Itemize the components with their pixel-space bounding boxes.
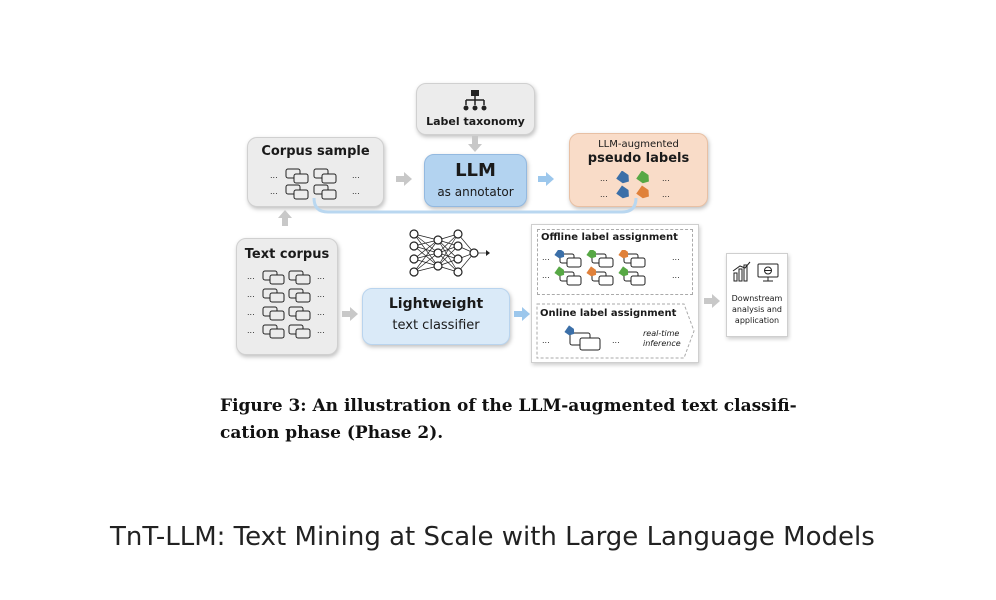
svg-text:...: ... xyxy=(662,174,670,183)
hierarchy-icon xyxy=(463,90,487,111)
svg-text:...: ... xyxy=(352,171,360,180)
llm-annotator-box: LLM as annotator xyxy=(424,154,527,207)
downstream-line-2: analysis and xyxy=(732,305,782,314)
page-title: TnT-LLM: Text Mining at Scale with Large… xyxy=(110,522,875,552)
neural-network-icon xyxy=(409,229,490,277)
realtime-line-1: real-time xyxy=(643,329,680,338)
svg-text:...: ... xyxy=(542,271,550,280)
feedback-bracket xyxy=(312,197,638,214)
text-corpus-box: Text corpus ...... ...... ...... ...... xyxy=(236,238,338,355)
label-assignment-panel: Offline label assignment ...... ...... xyxy=(531,224,699,363)
arrow-corpus-sample-to-llm xyxy=(396,172,412,186)
caption-line-1: Figure 3: An illustration of the LLM-aug… xyxy=(220,396,797,416)
svg-text:...: ... xyxy=(247,272,255,281)
pseudo-labels-box: LLM-augmented pseudo labels ... ... ... … xyxy=(569,133,708,207)
offline-label: Offline label assignment xyxy=(541,232,678,243)
caption-line-2: cation phase (Phase 2). xyxy=(220,423,444,443)
svg-text:...: ... xyxy=(542,336,550,345)
figure-caption: Figure 3: An illustration of the LLM-aug… xyxy=(220,393,800,447)
label-taxonomy-box: Label taxonomy xyxy=(416,83,535,135)
arrow-text-corpus-to-sample xyxy=(278,210,292,226)
svg-text:...: ... xyxy=(317,326,325,335)
arrow-text-corpus-to-classifier xyxy=(342,307,358,321)
arrow-taxonomy-to-llm xyxy=(468,136,482,152)
online-document-icon: ... ... xyxy=(542,325,620,351)
svg-text:...: ... xyxy=(672,253,680,262)
label-taxonomy-label: Label taxonomy xyxy=(426,115,525,128)
svg-text:...: ... xyxy=(247,308,255,317)
classifier-subtitle: text classifier xyxy=(392,318,480,333)
pseudo-labels-top: LLM-augmented xyxy=(598,139,679,150)
arrow-assignment-to-downstream xyxy=(704,294,720,308)
downstream-line-3: application xyxy=(734,316,780,325)
tagged-documents-icon: ...... ...... xyxy=(542,250,680,286)
analytics-icon xyxy=(732,261,779,282)
svg-text:...: ... xyxy=(270,187,278,196)
svg-text:...: ... xyxy=(662,190,670,199)
svg-text:...: ... xyxy=(247,326,255,335)
svg-text:...: ... xyxy=(247,290,255,299)
svg-text:...: ... xyxy=(352,187,360,196)
downstream-line-1: Downstream xyxy=(731,294,783,303)
pseudo-labels-bottom: pseudo labels xyxy=(587,151,690,166)
corpus-sample-label: Corpus sample xyxy=(261,144,370,159)
corpus-sample-box: Corpus sample ... ... ... ... xyxy=(247,137,384,207)
svg-text:...: ... xyxy=(317,290,325,299)
llm-title: LLM xyxy=(455,160,496,181)
svg-text:...: ... xyxy=(542,253,550,262)
online-label: Online label assignment xyxy=(540,308,677,319)
svg-text:...: ... xyxy=(600,174,608,183)
svg-text:...: ... xyxy=(612,336,620,345)
document-chat-icons: ...... ...... ...... ...... xyxy=(247,270,325,339)
offline-assignment-box: Offline label assignment ...... ...... xyxy=(537,229,693,295)
label-tags-icon: ... ... ... ... xyxy=(600,171,670,199)
classifier-box: Lightweight text classifier xyxy=(362,288,510,345)
chat-bubbles-icon: ... ... ... ... xyxy=(270,168,360,200)
svg-text:...: ... xyxy=(672,271,680,280)
classifier-title: Lightweight xyxy=(388,296,484,312)
downstream-box: Downstream analysis and application xyxy=(726,253,788,337)
svg-text:...: ... xyxy=(270,171,278,180)
text-corpus-label: Text corpus xyxy=(244,247,330,262)
realtime-line-2: inference xyxy=(643,339,681,348)
arrow-llm-to-pseudo-labels xyxy=(538,172,554,186)
arrow-classifier-to-assignment xyxy=(514,307,530,321)
llm-subtitle: as annotator xyxy=(437,185,514,199)
svg-text:...: ... xyxy=(317,272,325,281)
svg-text:...: ... xyxy=(317,308,325,317)
svg-text:...: ... xyxy=(600,190,608,199)
